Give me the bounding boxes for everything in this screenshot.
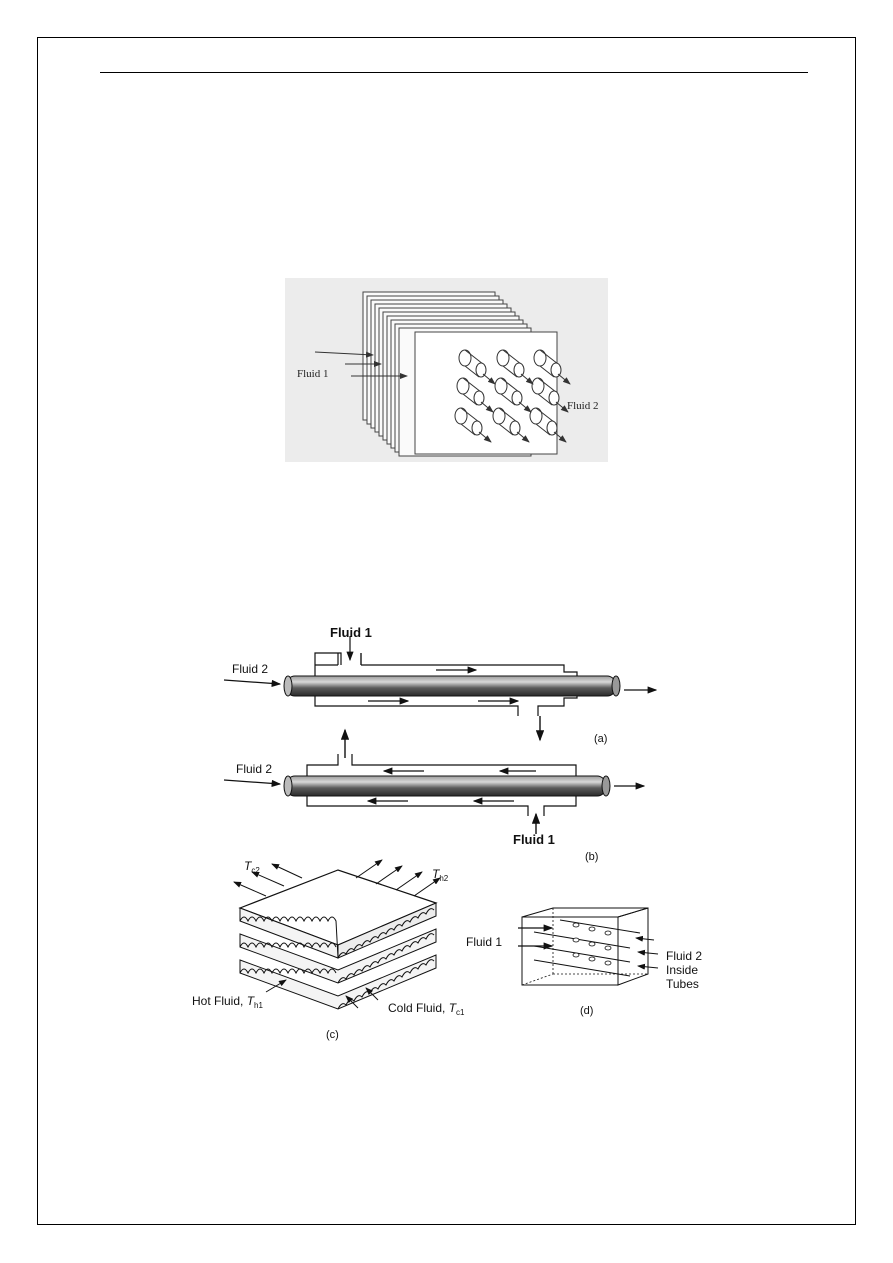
page-border (37, 37, 856, 1225)
c-inflow-arrows (265, 979, 379, 1009)
c-tc2-label: Tc2 (244, 859, 260, 875)
figure-plate-fin-tubes-drawing: Fluid 1 Fluid 2 (297, 291, 598, 457)
d-fluid1-label: Fluid 1 (466, 935, 502, 949)
plate-stack (362, 291, 558, 457)
d-tube-ends (572, 922, 612, 966)
b-fluid2-label: Fluid 2 (236, 762, 272, 776)
subfigure-d-tube-bank: Fluid 1 Fluid 2 Inside Tubes (d) (466, 907, 702, 1017)
b-fluid1-label: Fluid 1 (513, 832, 555, 847)
b-caption: (b) (585, 851, 598, 863)
figure-plate-fin-tubes: Fluid 1 Fluid 2 (285, 278, 608, 462)
fin-layer-2 (239, 933, 435, 984)
d-tube-lines (533, 919, 641, 977)
d-caption: (d) (580, 1005, 593, 1017)
subfigure-a-parallel-flow: Fluid 1 Fluid 2 (a) (223, 625, 658, 745)
c-caption: (c) (326, 1029, 339, 1041)
a-fluid2-label: Fluid 2 (232, 662, 268, 676)
a-fluid1-label: Fluid 1 (330, 625, 372, 640)
fluid2-arrows (478, 373, 571, 443)
c-outflow-arrows (233, 859, 441, 897)
tube-grid (454, 349, 562, 436)
fluid1-arrows (314, 351, 408, 379)
subfigure-b-counter-flow: Fluid 2 Fluid 1 (b) (223, 728, 646, 863)
figure-heat-exchanger-types: Fluid 1 Fluid 2 (a) Fluid 2 Fluid 1 (b) (188, 620, 728, 1045)
header-rule (100, 72, 808, 73)
subfigure-c-plate-fin: Tc2 Th2 Hot Fluid, Th1 Cold Fluid, Tc1 (… (192, 859, 465, 1041)
d-fluid2-line2: Inside (666, 963, 698, 977)
c-cold-fluid-label: Cold Fluid, Tc1 (388, 1001, 465, 1017)
c-th2-label: Th2 (432, 867, 449, 883)
fluid2-label: Fluid 2 (567, 400, 598, 412)
d-fluid2-line3: Tubes (666, 977, 699, 991)
c-hot-fluid-label: Hot Fluid, Th1 (192, 994, 263, 1010)
fin-layer-3 (239, 959, 435, 1010)
d-fluid2-line1: Fluid 2 (666, 949, 702, 963)
a-caption: (a) (594, 733, 607, 745)
figure-heat-exchanger-types-drawing: Fluid 1 Fluid 2 (a) Fluid 2 Fluid 1 (b) (192, 625, 702, 1041)
fluid1-label: Fluid 1 (297, 368, 328, 380)
fin-layer-1 (239, 908, 435, 959)
